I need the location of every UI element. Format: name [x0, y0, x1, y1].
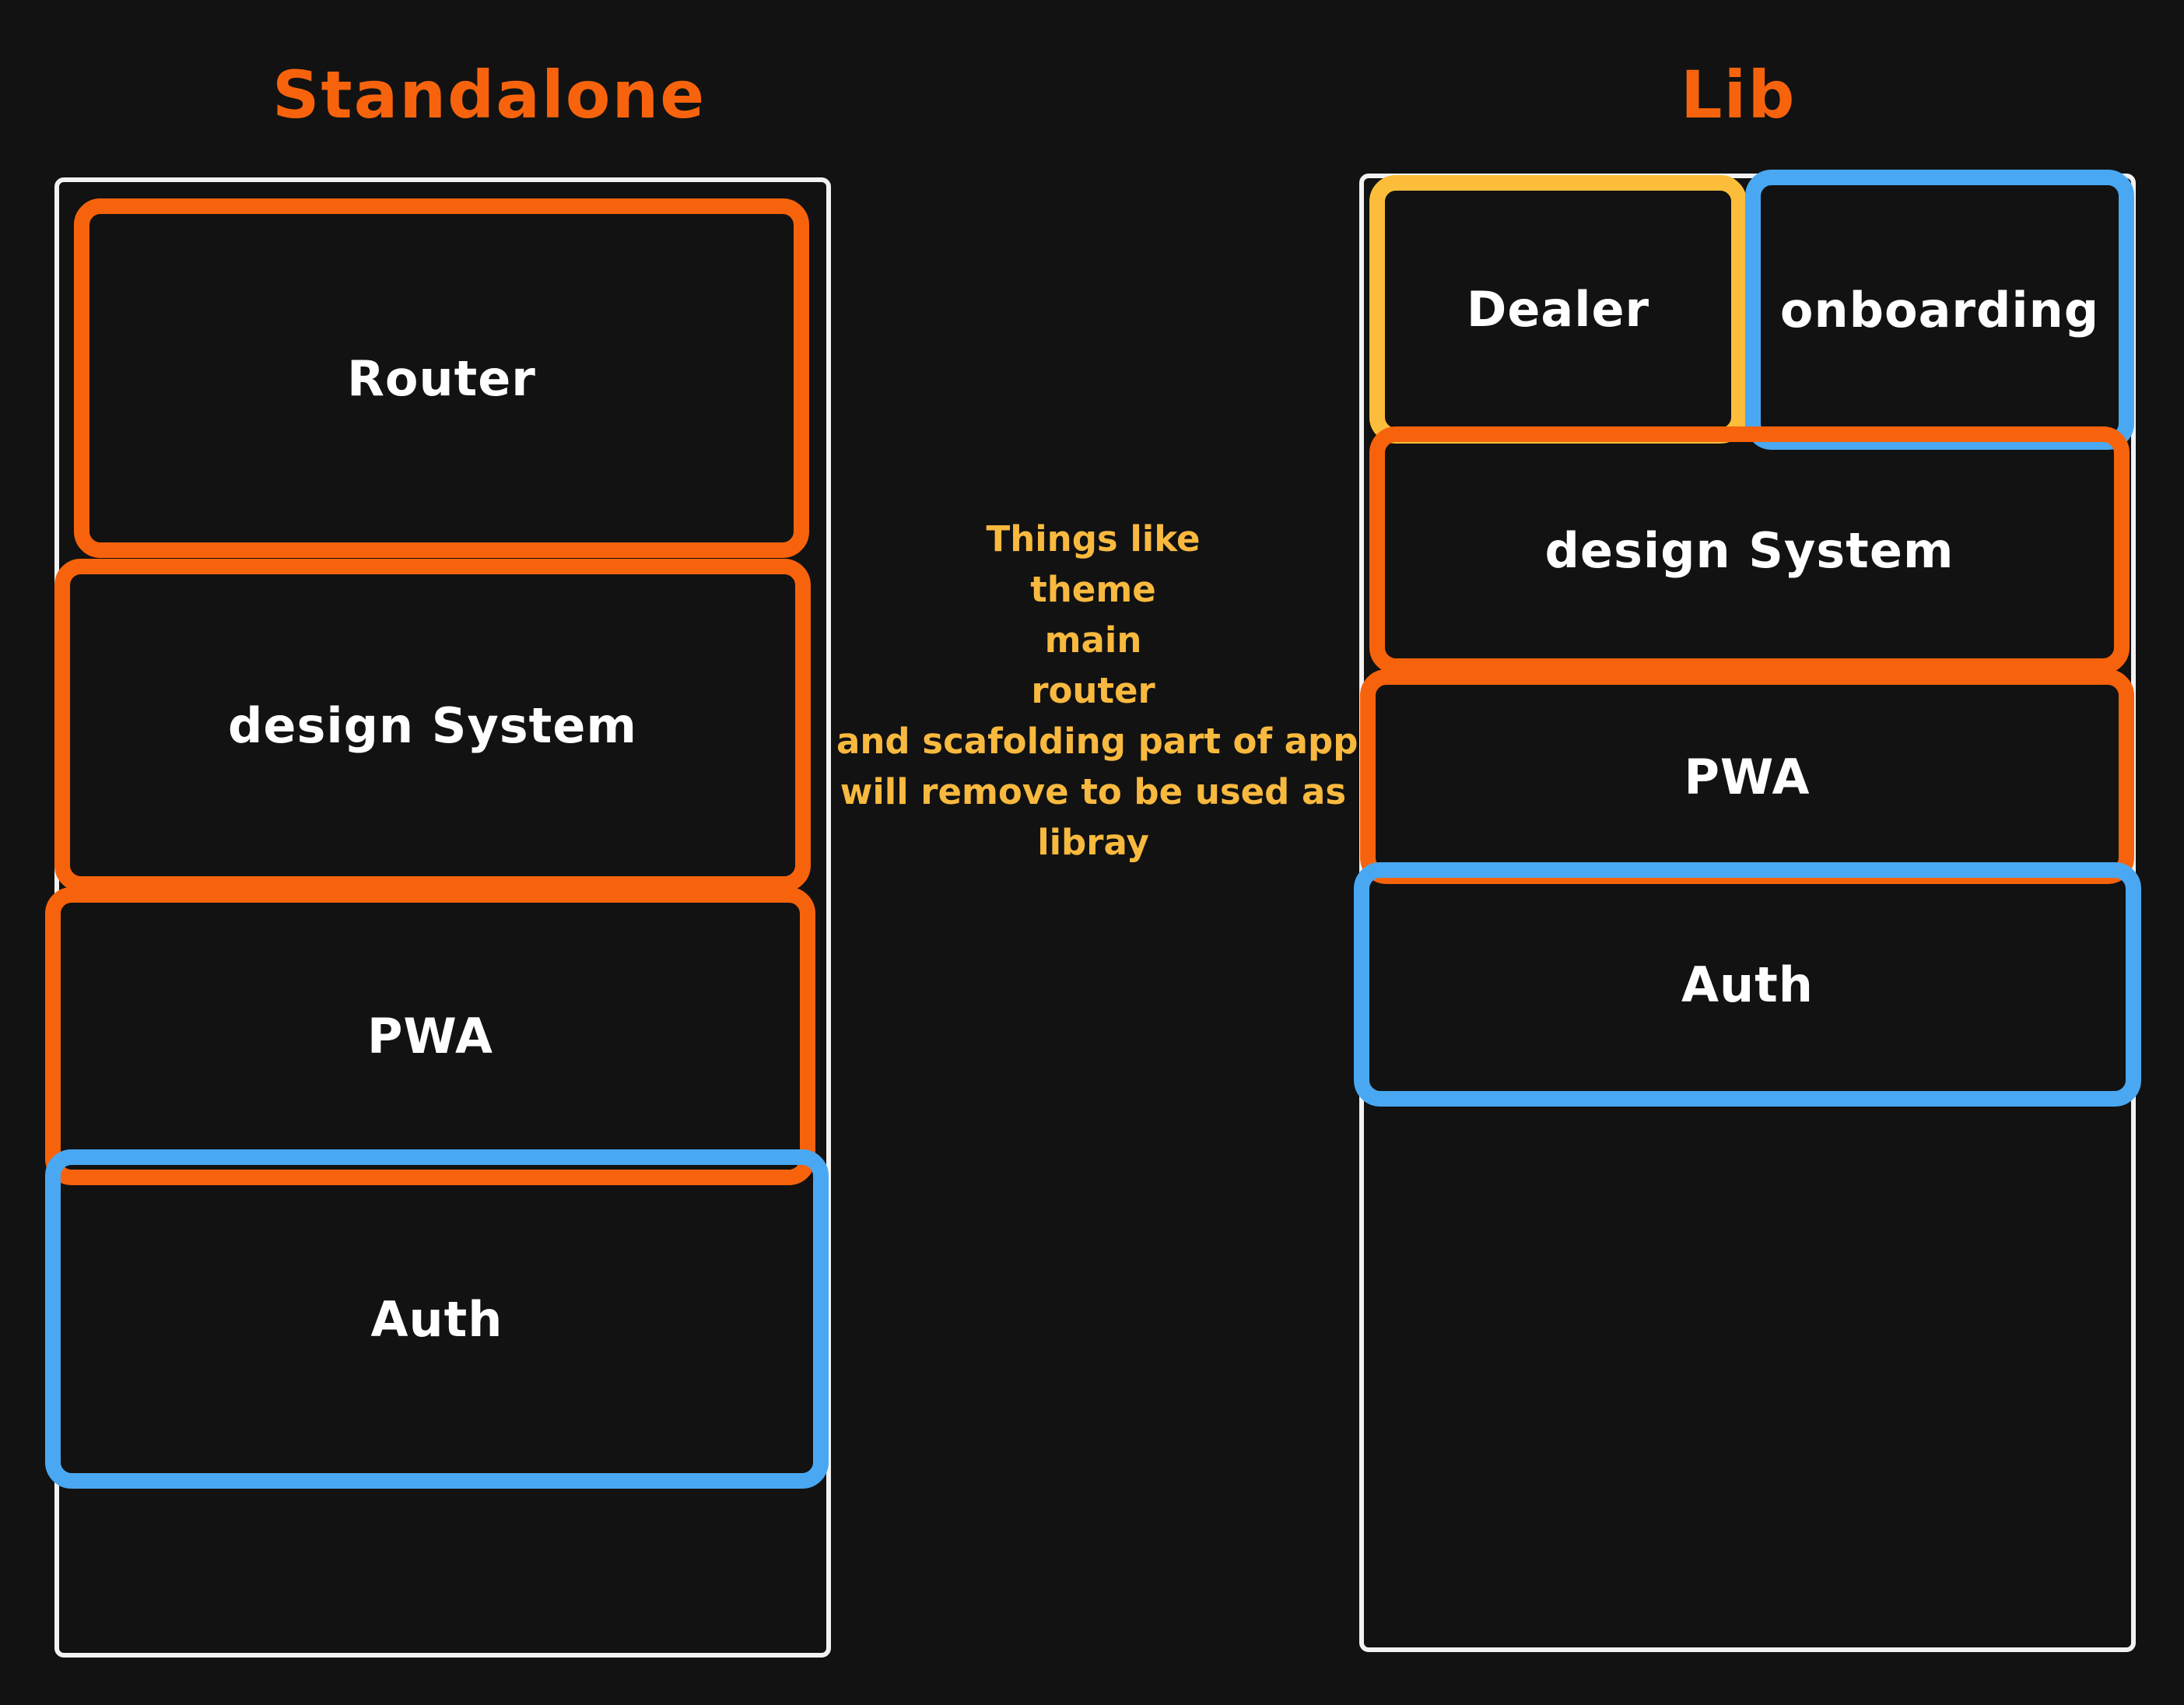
- standalone-pwa-block: PWA: [45, 887, 815, 1185]
- lib-auth-block: Auth: [1354, 862, 2141, 1107]
- note-line: main: [1044, 619, 1142, 661]
- standalone-auth-block: Auth: [45, 1149, 829, 1489]
- lib-pwa-block: PWA: [1360, 669, 2134, 884]
- standalone-pwa-label: PWA: [366, 1008, 494, 1065]
- lib-pwa-label: PWA: [1684, 748, 1811, 805]
- standalone-router-block: Router: [74, 198, 809, 558]
- standalone-title: Standalone: [272, 57, 706, 133]
- standalone-auth-label: Auth: [370, 1290, 503, 1348]
- note-line: theme: [1030, 569, 1156, 610]
- note-line: and scafolding part of app: [836, 721, 1358, 762]
- scaffolding-note: Things like theme main router and scafol…: [836, 514, 1358, 868]
- standalone-design-system-block: design System: [54, 559, 811, 892]
- note-line: libray: [1037, 822, 1149, 863]
- standalone-router-label: Router: [347, 349, 536, 407]
- lib-onboarding-label: onboarding: [1779, 281, 2100, 339]
- lib-onboarding-block: onboarding: [1745, 170, 2134, 450]
- lib-auth-label: Auth: [1681, 956, 1814, 1013]
- note-line: router: [1031, 670, 1155, 711]
- lib-design-system-label: design System: [1544, 521, 1954, 579]
- lib-title: Lib: [1681, 57, 1797, 133]
- lib-dealer-label: Dealer: [1466, 281, 1650, 338]
- note-line: will remove to be used as: [840, 771, 1347, 812]
- standalone-design-system-label: design System: [228, 696, 637, 754]
- note-line: Things like: [986, 518, 1201, 560]
- lib-dealer-block: Dealer: [1369, 175, 1747, 444]
- lib-design-system-block: design System: [1369, 426, 2130, 674]
